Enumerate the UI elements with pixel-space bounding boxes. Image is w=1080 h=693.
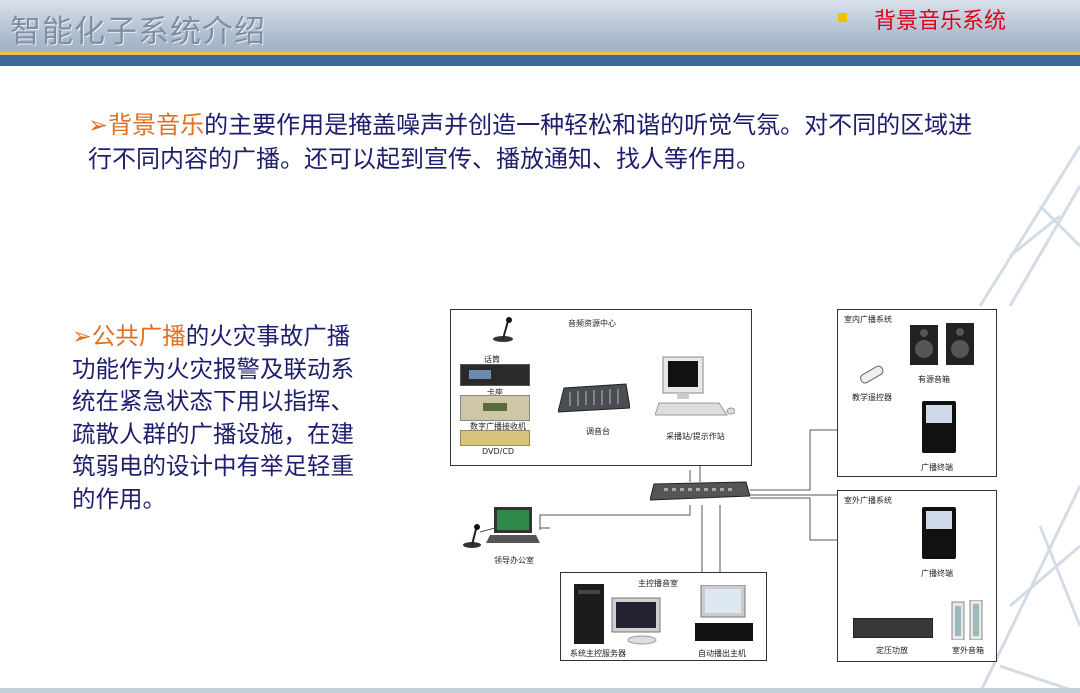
remote-control-icon	[858, 364, 888, 386]
page-title: 智能化子系统介绍	[10, 14, 266, 50]
indoor-system-label: 室内广播系统	[844, 315, 892, 324]
title-bar-accent-line	[0, 52, 1080, 55]
bottom-border	[0, 688, 1080, 693]
amplifier-label: 定压功放	[876, 646, 908, 655]
tape-deck-icon	[460, 364, 530, 386]
server-icon	[572, 580, 682, 645]
office-laptop-icon	[460, 505, 540, 553]
tape-label: 卡座	[487, 388, 503, 397]
bgm-description: ➢背景音乐的主要作用是掩盖噪声并创造一种轻松和谐的听觉气氛。对不同的区域进行不同…	[88, 108, 988, 176]
microphone-icon	[488, 315, 518, 343]
server-label: 系统主控服务器	[570, 649, 626, 658]
pa-description: ➢公共广播的火灾事故广播功能作为火灾报警及联动系统在紧急状态下用以指挥、疏散人群…	[72, 320, 372, 515]
pa-highlight: 公共广播	[91, 322, 186, 350]
speaker-label: 有源音箱	[918, 375, 950, 384]
tuner-icon	[460, 395, 530, 421]
office-label: 领导办公室	[494, 556, 534, 565]
outdoor-terminal-label: 广播终端	[921, 569, 953, 578]
outdoor-terminal-icon	[922, 507, 956, 559]
column-speaker-label: 室外音箱	[952, 646, 984, 655]
column-speaker-icon	[950, 599, 986, 641]
control-room-label: 主控播音室	[638, 579, 678, 588]
network-switch-icon	[649, 480, 751, 502]
section-label: 背景音乐系统	[874, 9, 1007, 34]
workstation-label: 采播站/提示作站	[666, 432, 725, 441]
speaker-icon	[910, 323, 976, 365]
tuner-label: 数字广播接收机	[470, 422, 526, 431]
bgm-highlight: 背景音乐	[108, 111, 205, 139]
title-bar-band	[0, 55, 1080, 66]
bgm-text: 的主要作用是掩盖噪声并创造一种轻松和谐的听觉气氛。对不同的区域进行不同内容的广播…	[88, 111, 973, 173]
section-bullet-icon	[838, 13, 847, 22]
amplifier-icon	[853, 618, 933, 638]
mic-label: 话筒	[484, 355, 500, 364]
resource-center-label: 音频资源中心	[568, 319, 616, 328]
pa-text: 的火灾事故广播功能作为火灾报警及联动系统在紧急状态下用以指挥、疏散人群的广播设施…	[72, 322, 354, 513]
dvd-label: DVD/CD	[482, 447, 515, 456]
indoor-terminal-label: 广播终端	[921, 463, 953, 472]
workstation-icon	[654, 355, 736, 417]
mixer-label: 调音台	[586, 427, 610, 436]
arrow-bullet-icon: ➢	[72, 322, 92, 350]
system-diagram: 音频资源中心 话筒 卡座 数字广播接收机 DVD/CD 调音台 采播站/提示作站…	[440, 300, 1000, 665]
remote-label: 教学遥控器	[852, 393, 892, 402]
auto-host-icon	[695, 584, 753, 643]
indoor-terminal-icon	[922, 401, 956, 453]
dvd-player-icon	[460, 430, 530, 446]
auto-host-label: 自动播出主机	[698, 649, 746, 658]
mixer-icon	[557, 382, 631, 414]
arrow-bullet-icon: ➢	[88, 111, 109, 139]
outdoor-system-label: 室外广播系统	[844, 496, 892, 505]
